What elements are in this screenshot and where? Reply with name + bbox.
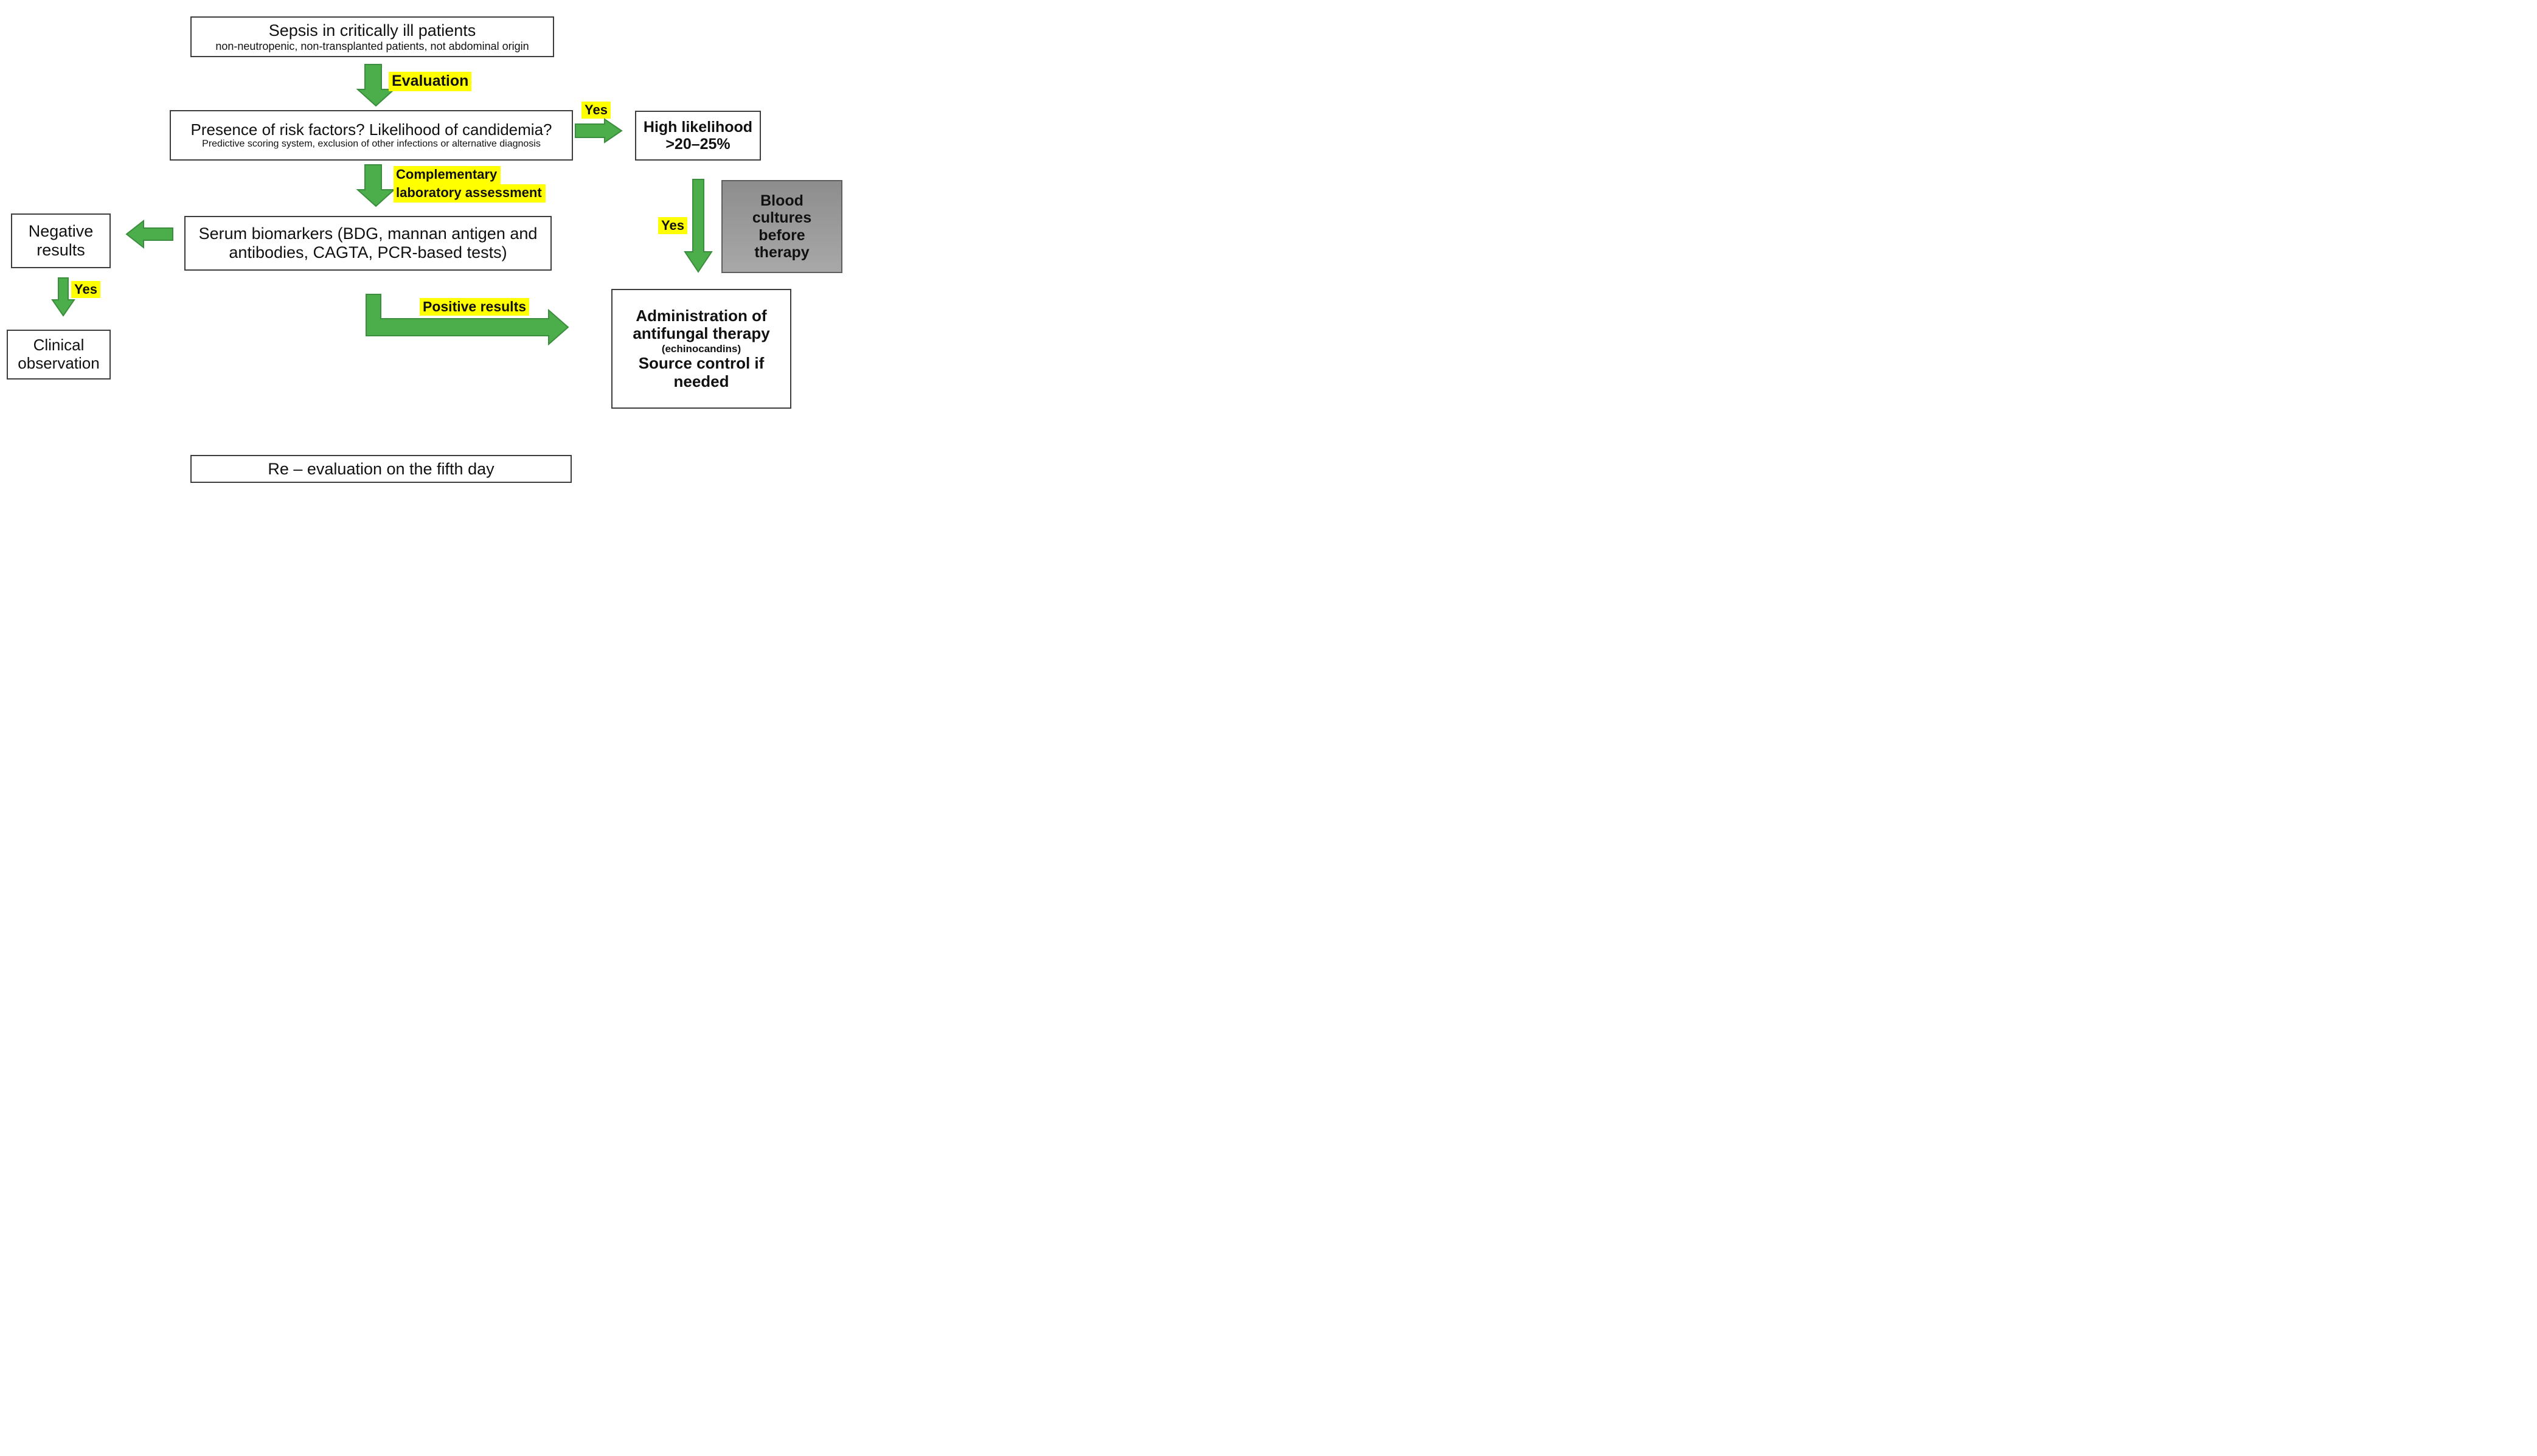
arrow-down-clinical-observation	[51, 277, 75, 317]
node-reevaluation-title: Re – evaluation on the fifth day	[268, 459, 495, 478]
node-negative-results-title: Negative results	[28, 222, 94, 259]
label-yes-negative: Yes	[71, 281, 100, 299]
node-high-likelihood-title: High likelihood	[643, 118, 753, 136]
arrow-down-evaluation	[356, 64, 396, 107]
node-risk-subtitle: Predictive scoring system, exclusion of …	[202, 139, 541, 150]
node-risk-title: Presence of risk factors? Likelihood of …	[190, 120, 552, 139]
arrow-elbow-positive-results	[366, 294, 569, 346]
node-sepsis-title: Sepsis in critically ill patients	[268, 21, 476, 40]
node-clinical-observation: Clinical observation	[7, 330, 111, 380]
node-serum-biomarkers-title: Serum biomarkers (BDG, mannan antigen an…	[198, 224, 538, 262]
node-risk-factors: Presence of risk factors? Likelihood of …	[170, 110, 573, 161]
label-yes-blood-cultures: Yes	[658, 217, 687, 235]
arrow-left-negative-results	[125, 219, 173, 249]
node-blood-cultures: Blood cultures before therapy	[721, 180, 842, 273]
flowchart-canvas: Sepsis in critically ill patients non-ne…	[0, 0, 845, 485]
label-complementary-line1: Complementary	[394, 166, 501, 184]
label-complementary: Complementary laboratory assessment	[394, 166, 546, 203]
node-sepsis-subtitle: non-neutropenic, non-transplanted patien…	[215, 40, 529, 52]
node-serum-biomarkers: Serum biomarkers (BDG, mannan antigen an…	[184, 216, 552, 271]
node-reevaluation: Re – evaluation on the fifth day	[190, 455, 572, 483]
arrow-down-complementary	[356, 164, 396, 207]
node-high-likelihood-value: >20–25%	[665, 136, 731, 153]
arrow-down-administration	[684, 179, 713, 273]
label-yes-high-likelihood: Yes	[581, 102, 611, 119]
node-administration-title: Administration of antifungal therapy	[633, 306, 770, 343]
node-sepsis: Sepsis in critically ill patients non-ne…	[190, 16, 554, 57]
node-blood-cultures-title: Blood cultures before therapy	[752, 192, 812, 262]
node-administration: Administration of antifungal therapy (ec…	[611, 289, 791, 409]
label-complementary-line2: laboratory assessment	[394, 184, 546, 203]
label-positive-results: Positive results	[420, 298, 530, 316]
node-administration-subtitle: Source control if needed	[638, 354, 765, 390]
arrow-right-high-likelihood	[575, 118, 623, 144]
node-administration-detail: (echinocandins)	[661, 342, 741, 355]
node-clinical-observation-title: Clinical observation	[18, 336, 100, 372]
node-high-likelihood: High likelihood >20–25%	[635, 111, 761, 161]
node-negative-results: Negative results	[11, 213, 111, 268]
label-evaluation: Evaluation	[389, 72, 472, 91]
